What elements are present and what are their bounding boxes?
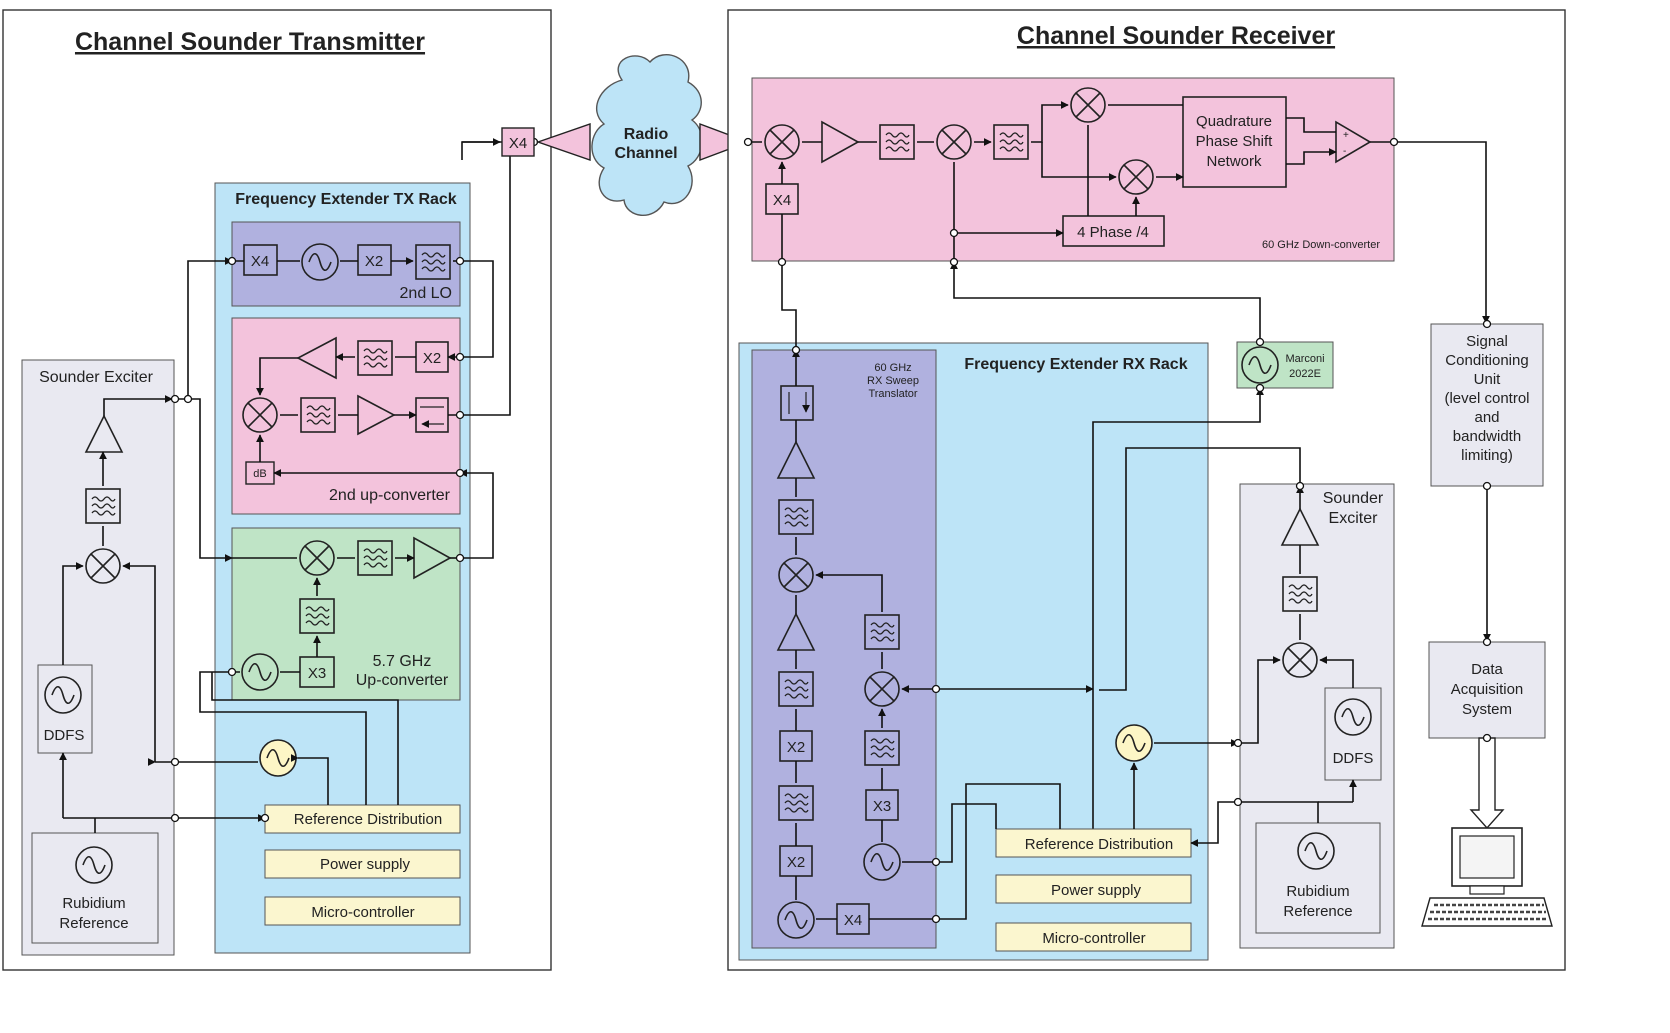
tx-rubidium-label-2: Reference [59,915,128,932]
sig-cond-line-7: limiting) [1461,447,1513,464]
sig-cond-line-3: Unit [1474,371,1502,388]
qpsn-label-2: Phase Shift [1196,133,1274,150]
receiver-title: Channel Sounder Receiver [1017,22,1335,50]
lo2-label: 2nd LO [400,285,452,302]
cloud-icon [591,54,703,217]
sig-cond-line-6: bandwidth [1453,428,1521,445]
marconi-generator [1236,341,1334,389]
rx-exciter-label-2: Exciter [1329,510,1379,527]
sig-cond-line-1: Signal [1466,333,1508,350]
sweep-label-2: RX Sweep [867,375,919,387]
tx-x3-label: X3 [308,665,326,682]
quadrature-network [1182,96,1287,188]
tx-lo-x2-label: X2 [365,253,383,270]
downconverter-label: 60 GHz Down-converter [1262,239,1380,251]
tx-power-box [264,849,461,879]
data-acquisition-system [1428,641,1546,739]
rx-power-box [995,874,1192,904]
oscillator-icon [259,739,297,777]
sig-cond-line-2: Conditioning [1445,352,1528,369]
rx-ref-dist-box [995,828,1192,858]
data-flow-arrow [1469,737,1505,830]
tx-power-label: Power supply [320,856,411,873]
horn-antenna-icon [699,122,750,162]
channel-label-2: Channel [614,145,677,162]
signal-conditioning-unit [1430,323,1544,487]
transmitter-title: Channel Sounder Transmitter [75,28,425,56]
tx-exciter-title: Sounder Exciter [39,369,154,386]
rx-ref-dist-label: Reference Distribution [1025,836,1173,853]
rx-rack-title: Frequency Extender RX Rack [964,356,1187,373]
tx-ddfs-label: DDFS [44,727,85,744]
oscillator-icon [1115,724,1153,762]
sweep-label-1: 60 GHz [874,362,911,374]
rx-rubidium-label-1: Rubidium [1286,883,1349,900]
summing-amplifier [1335,120,1372,164]
isolator-icon [780,385,814,421]
sig-cond-line-5: and [1474,409,1499,426]
rx-micro-box [995,922,1192,952]
upconv2-label: 2nd up-converter [329,487,451,504]
upconv57-label-2: Up-converter [356,672,449,689]
qpsn-label-1: Quadrature [1196,113,1272,130]
tx-rubidium-box [31,832,159,944]
tx-antenna-x4 [501,127,535,157]
tx-ref-dist-label: Reference Distribution [294,811,442,828]
tx-ddfs-box [37,664,93,754]
rx-exciter-label-1: Sounder [1323,490,1384,507]
tx-antenna-x4-label: X4 [509,135,527,152]
tx-ref-dist-box [264,804,461,834]
tx-micro-label: Micro-controller [311,904,414,921]
rx-ddfs-label: DDFS [1333,750,1374,767]
horn-antenna-icon [535,123,591,161]
sweep-label-3: Translator [868,388,917,400]
daq-line-3: System [1462,701,1512,718]
lo2-section [231,221,461,307]
sweep-x3-label: X3 [873,798,891,815]
tx-up-x2-label: X2 [423,350,441,367]
rx-micro-label: Micro-controller [1042,930,1145,947]
downconverter-section [751,77,1395,262]
tx-db-label: dB [253,468,266,480]
computer-icon [1421,827,1553,927]
sig-cond-line-4: (level control [1444,390,1529,407]
tx-rubidium-label-1: Rubidium [62,895,125,912]
sum-minus: - [1343,146,1346,157]
tx-rack-title: Frequency Extender TX Rack [235,191,457,208]
tx-micro-box [264,896,461,926]
marconi-label-2: 2022E [1289,368,1321,380]
qpsn-label-3: Network [1206,153,1262,170]
sweep-translator [751,349,937,949]
daq-line-2: Acquisition [1451,681,1524,698]
rx-rubidium-label-2: Reference [1283,903,1352,920]
rx-rubidium-box [1255,822,1381,934]
phase-divider-label: 4 Phase /4 [1077,224,1149,241]
tx-lo-x2 [357,244,392,276]
rx-power-label: Power supply [1051,882,1142,899]
marconi-label-1: Marconi [1285,353,1324,365]
channel-label-1: Radio [624,126,669,143]
rx-lo-x4-label: X4 [773,192,791,209]
upconv57-label-1: 5.7 GHz [373,653,432,670]
rx-ddfs-box [1324,687,1382,781]
sweep-x2-b-label: X2 [787,739,805,756]
daq-line-1: Data [1471,661,1503,678]
tx-lo-x4-label: X4 [251,253,269,270]
tx-lo-x4 [243,244,278,276]
sum-plus: + [1343,130,1349,141]
sweep-x4-label: X4 [844,912,862,929]
sweep-x2-a-label: X2 [787,854,805,871]
